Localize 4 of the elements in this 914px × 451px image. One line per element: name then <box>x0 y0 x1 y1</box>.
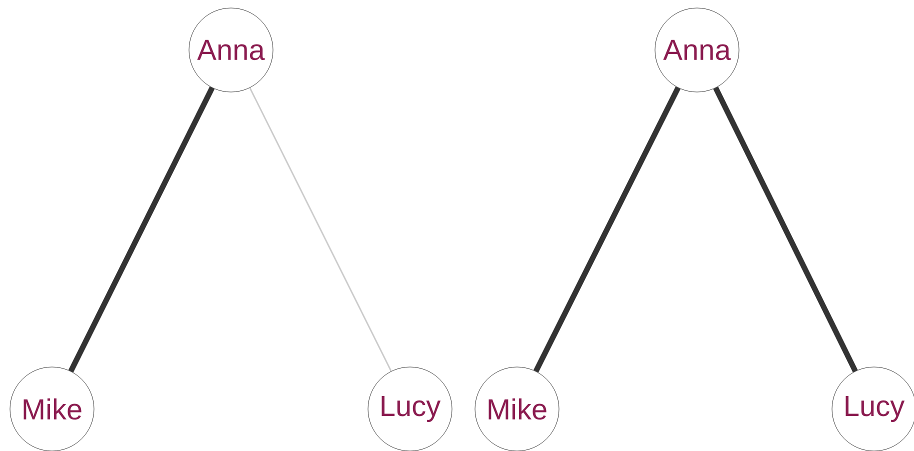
connector-line <box>68 86 215 372</box>
connector-line <box>713 86 858 372</box>
connector-line <box>533 86 681 373</box>
connector-line <box>249 87 392 372</box>
